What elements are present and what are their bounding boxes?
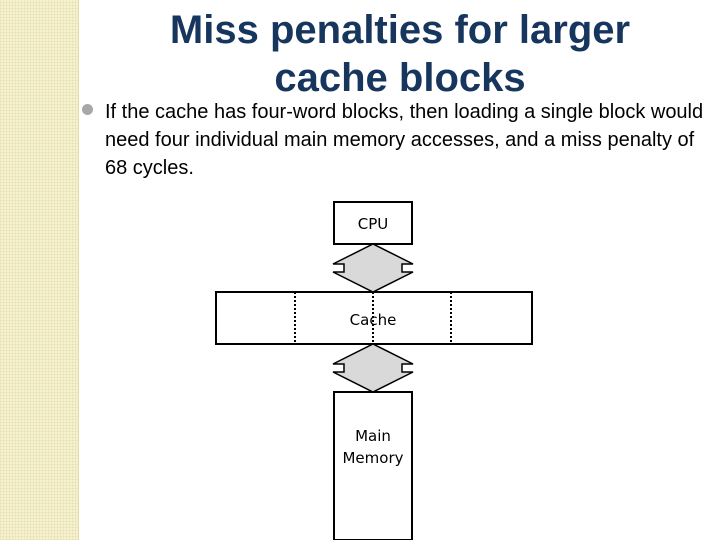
cache-label: Cache [350,311,397,329]
cpu-label: CPU [358,215,389,233]
cpu-cache-bus-arrow [332,243,414,293]
sidebar-divider [78,0,79,540]
main-memory-box [333,391,413,540]
memory-label-line1: Main [355,427,391,445]
memory-label-line2: Memory [342,449,403,467]
slide-title: Miss penalties for larger cache blocks [169,8,631,100]
decorative-sidebar [0,0,78,540]
bullet-text: If the cache has four-word blocks, then … [105,101,704,179]
cache-memory-bus-arrow [332,343,414,393]
bullet-icon [82,104,93,115]
